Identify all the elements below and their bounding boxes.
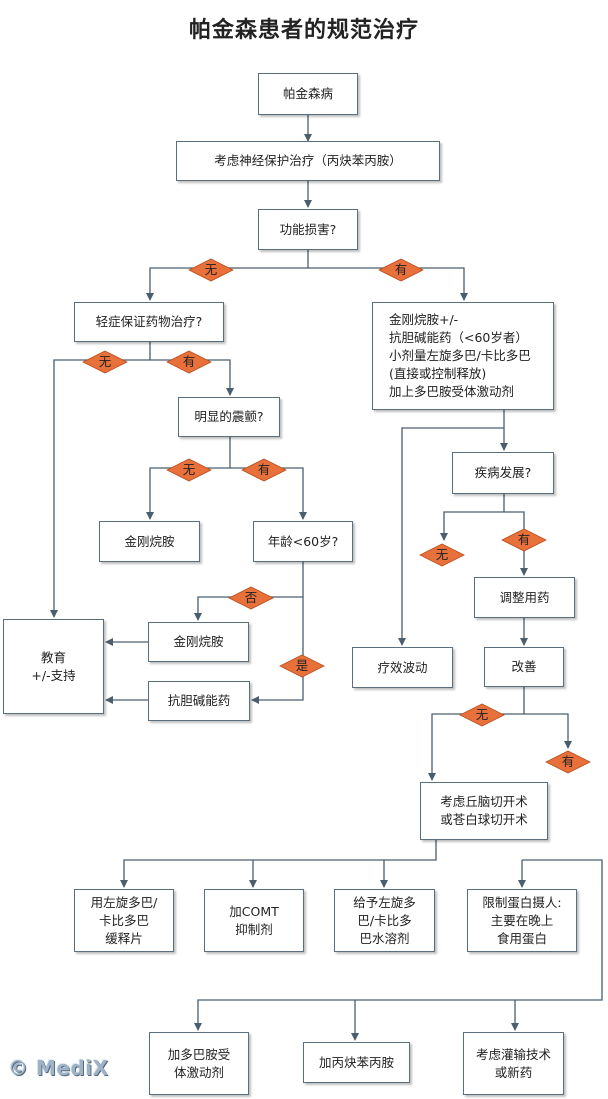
node-tremor: 明显的震颤? [178, 397, 280, 437]
node-fluctuation: 疗效波动 [352, 647, 453, 688]
node-selegiline: 加丙炔苯丙胺 [303, 1042, 410, 1083]
node-neuroprotection: 考虑神经保护治疗（丙炔苯丙胺） [176, 141, 440, 181]
decision-yes-3: 有 [241, 458, 287, 482]
node-surgery: 考虑丘脑切开术 或苍白球切开术 [420, 782, 548, 840]
node-age-under-60: 年龄<60岁? [253, 521, 353, 562]
decision-yes-4: 是 [279, 654, 325, 678]
node-anticholinergic: 抗胆碱能药 [148, 681, 250, 721]
node-treatment-levodopa-soluble: 给予左旋多 巴/卡比多 巴水溶剂 [334, 889, 435, 952]
node-disease-progress: 疾病发展? [452, 452, 554, 494]
decision-yes-6: 有 [545, 750, 591, 774]
node-amantadine-combo: 金刚烷胺+/- 抗胆碱能药（<60岁者） 小剂量左旋多巴/卡比多巴 (直接或控制… [372, 302, 554, 410]
decision-no-2: 无 [82, 350, 128, 374]
decision-no-6: 无 [459, 703, 505, 727]
node-adjust-medication: 调整用药 [474, 577, 575, 618]
node-amantadine-1: 金刚烷胺 [99, 521, 200, 562]
decision-no-4: 否 [228, 586, 274, 610]
page-title: 帕金森患者的规范治疗 [188, 18, 419, 43]
decision-no-5: 无 [419, 543, 465, 567]
decision-no-1: 无 [188, 258, 234, 282]
node-functional-impairment: 功能损害? [258, 209, 358, 250]
node-treatment-comt: 加COMT 抑制剂 [204, 889, 304, 952]
decision-yes-5: 有 [501, 528, 547, 552]
node-treatment-levodopa-sr: 用左旋多巴/ 卡比多巴 缓释片 [74, 889, 174, 952]
node-treatment-protein: 限制蛋白摄人: 主要在晚上 食用蛋白 [467, 889, 577, 952]
node-parkinson: 帕金森病 [258, 73, 358, 115]
node-mild-symptoms: 轻症保证药物治疗? [74, 302, 224, 342]
decision-no-3: 无 [166, 458, 212, 482]
node-infusion: 考虑灌输技术 或新药 [463, 1032, 564, 1095]
decision-yes-1: 有 [378, 258, 424, 282]
decision-yes-2: 有 [166, 350, 212, 374]
node-dopamine-agonist: 加多巴胺受 体激动剂 [149, 1032, 249, 1095]
medix-logo: © MediX [8, 1056, 109, 1080]
node-amantadine-2: 金刚烷胺 [148, 622, 249, 662]
node-improvement: 改善 [484, 647, 564, 687]
node-education: 教育 +/-支持 [3, 619, 104, 714]
